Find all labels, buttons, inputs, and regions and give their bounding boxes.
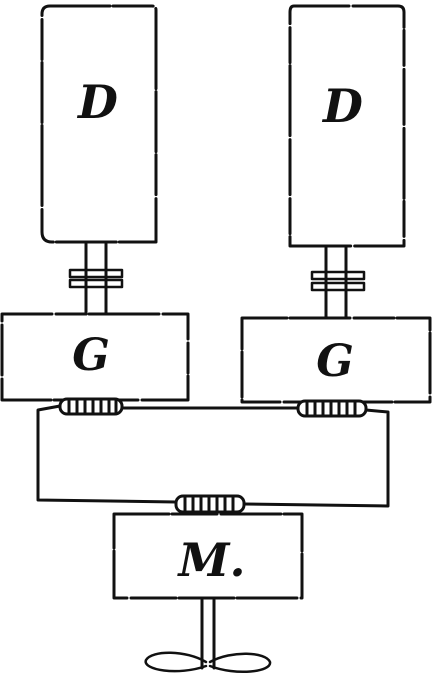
engine-right-label: D: [323, 79, 363, 133]
coil-motor: [174, 494, 246, 514]
circuit-wiring: [36, 404, 390, 508]
coil-generator-right: [296, 399, 368, 418]
engine-left-box: [40, 4, 158, 244]
engine-right-box: [288, 4, 406, 248]
generator-left-label: G: [72, 330, 110, 381]
propeller-shaft: [200, 598, 216, 670]
motor-label: M.: [178, 533, 246, 587]
generator-right-label: G: [316, 336, 354, 387]
engine-left-label: D: [78, 75, 118, 129]
coil-generator-left: [58, 397, 124, 416]
shaft-coupling-left: [68, 242, 124, 316]
shaft-coupling-right: [310, 246, 366, 320]
motor-box: [112, 512, 304, 600]
propeller-icon: [144, 651, 272, 673]
